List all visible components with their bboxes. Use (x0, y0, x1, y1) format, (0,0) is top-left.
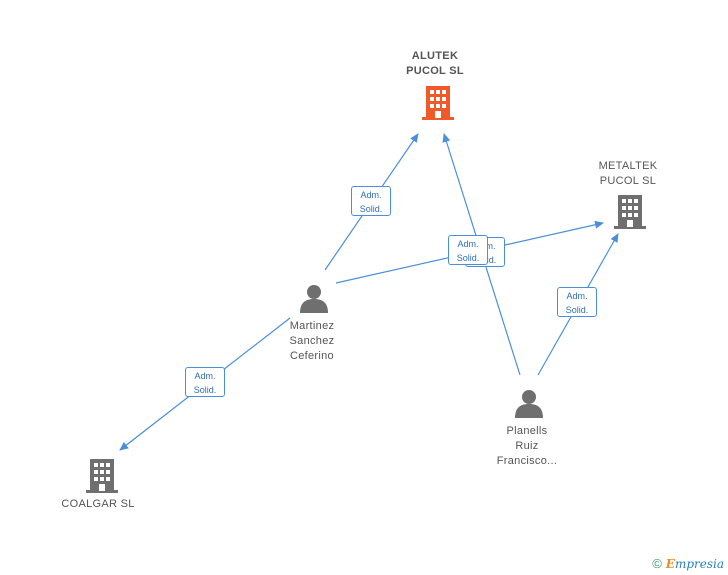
copyright-icon: © (652, 556, 662, 571)
coalgar-building-icon[interactable] (86, 459, 118, 493)
metaltek-label[interactable]: METALTEK PUCOL SL (598, 160, 658, 187)
martinez-label[interactable]: Martinez Sanchez Ceferino (289, 320, 335, 362)
coalgar-label[interactable]: COALGAR SL (61, 498, 135, 510)
alutek-label[interactable]: ALUTEK PUCOL SL (406, 50, 464, 77)
edge-label-martinez-alutek: Adm. Solid. (351, 186, 391, 216)
alutek-building-icon[interactable] (422, 86, 454, 120)
martinez-person-icon[interactable] (300, 283, 328, 313)
edge-label-martinez-coalgar: Adm. Solid. (185, 367, 225, 397)
planells-person-icon[interactable] (515, 388, 543, 418)
planells-label[interactable]: Planells Ruiz Francisco... (496, 425, 558, 467)
edge-label-martinez-metaltek: Adm. Solid. (448, 235, 488, 265)
edge-label-planells-metaltek: Adm. Solid. (557, 287, 597, 317)
metaltek-building-icon[interactable] (614, 195, 646, 229)
brand-footer: © Empresia (652, 556, 724, 571)
empresia-logo[interactable]: Empresia (665, 556, 724, 571)
